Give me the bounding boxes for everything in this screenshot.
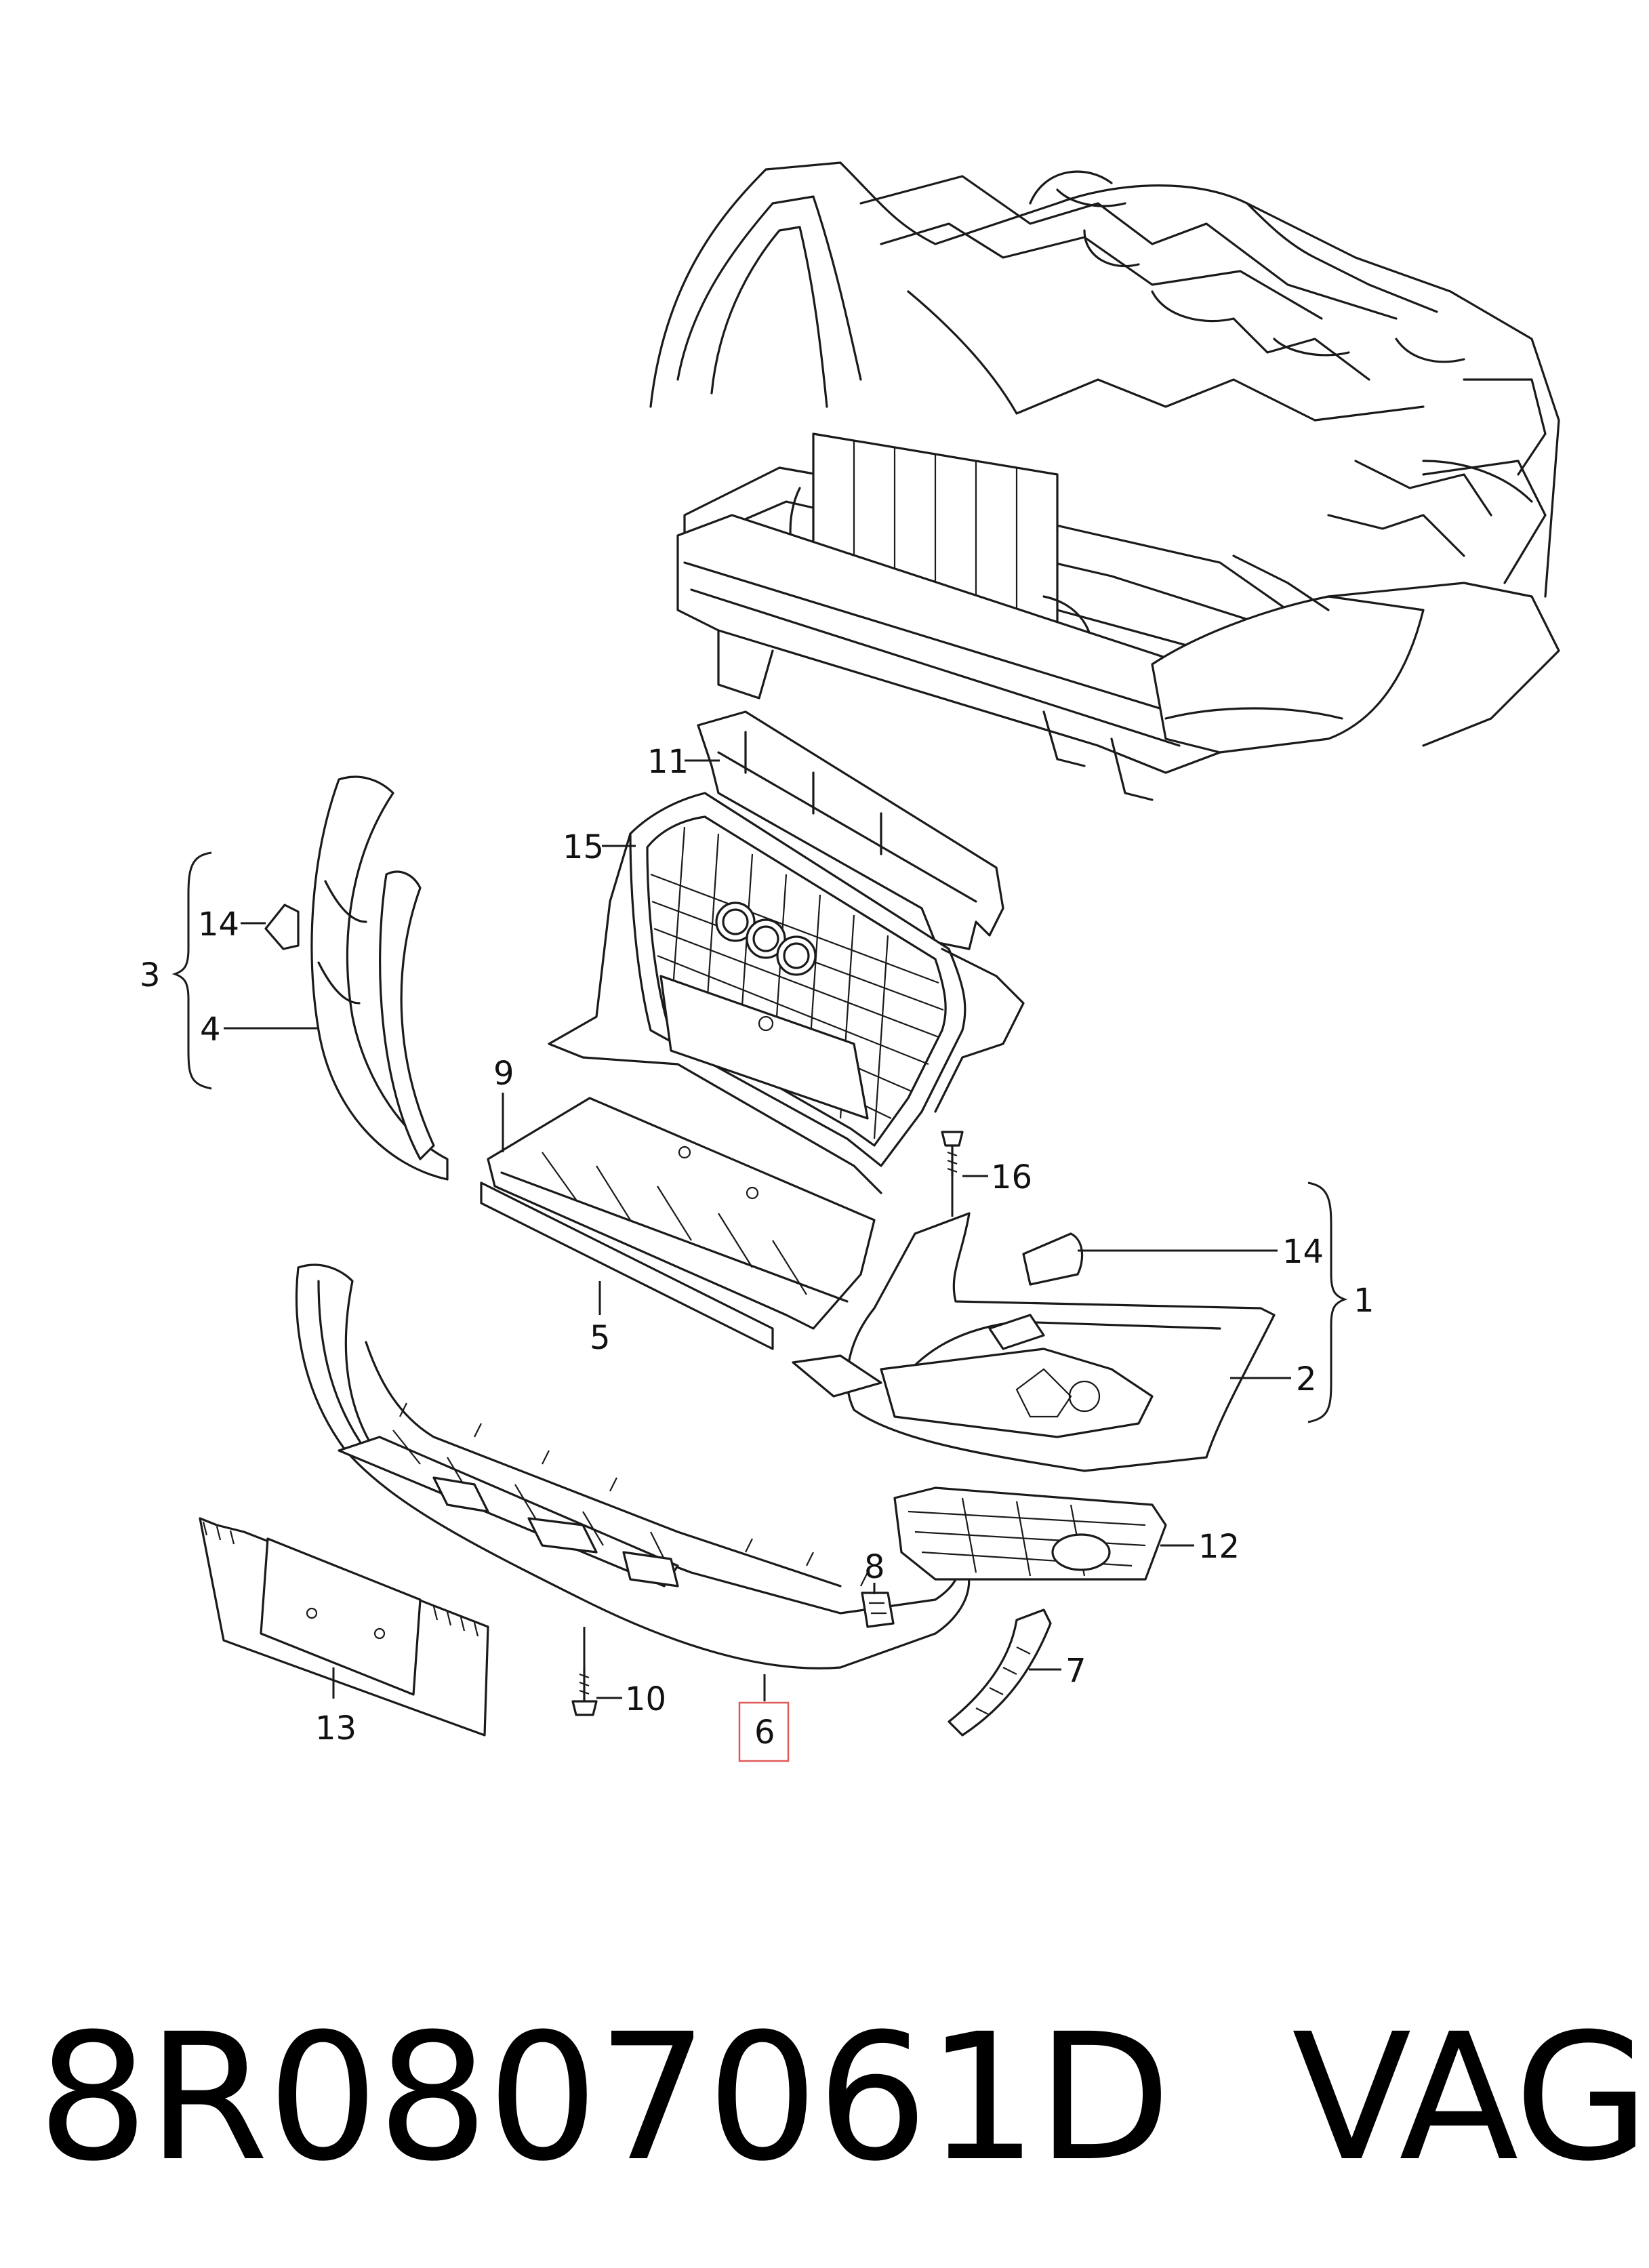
callout-13: 13 xyxy=(315,1709,357,1747)
part-number-caption: 8R0807061D VAG xyxy=(37,1996,1649,2200)
part-14-right-cap xyxy=(1022,1232,1084,1286)
part-6-bumper-cover xyxy=(295,1263,971,1669)
callout-6: 6 xyxy=(754,1714,775,1751)
callout-3: 3 xyxy=(140,956,161,994)
part-15-radiator-grille xyxy=(548,792,1025,1194)
part-16-screw xyxy=(941,1131,964,1177)
callout-11: 11 xyxy=(647,743,689,781)
callout-7: 7 xyxy=(1065,1652,1086,1690)
callout-labels: 11 15 14 3 4 9 16 14 1 5 2 8 12 7 10 6 1… xyxy=(140,743,1375,1751)
callout-5: 5 xyxy=(590,1319,611,1357)
callout-1: 1 xyxy=(1353,1282,1375,1320)
part-12-fog-grille xyxy=(893,1486,1167,1581)
part-13-plate-carrier xyxy=(199,1517,489,1737)
vendor-name: VAG xyxy=(1292,1996,1649,2200)
part-4-left-trim xyxy=(310,775,449,1181)
callout-8: 8 xyxy=(864,1548,885,1586)
part-8-clip xyxy=(861,1592,895,1628)
callout-14-left: 14 xyxy=(198,906,239,944)
part-14-left-cap xyxy=(264,904,300,950)
part-10-screw xyxy=(571,1666,598,1716)
callout-15: 15 xyxy=(563,828,604,866)
callout-2: 2 xyxy=(1296,1360,1317,1398)
part-7-bracket xyxy=(948,1608,1052,1737)
highlight-box-6 xyxy=(738,1701,790,1762)
callout-4: 4 xyxy=(200,1011,221,1049)
callout-12: 12 xyxy=(1198,1528,1240,1566)
part-11-air-guide xyxy=(697,710,1004,950)
exploded-parts-diagram: 11 15 14 3 4 9 16 14 1 5 2 8 12 7 10 6 1… xyxy=(140,161,1560,1762)
vehicle-front-structure xyxy=(649,161,1560,801)
part-2-right-cover xyxy=(792,1212,1276,1472)
callout-14-right: 14 xyxy=(1282,1233,1324,1271)
part-9-5-bumper-support xyxy=(480,1097,876,1350)
part-number: 8R0807061D xyxy=(37,1996,1171,2200)
callout-10: 10 xyxy=(625,1680,666,1718)
callout-16: 16 xyxy=(991,1158,1032,1196)
leader-lines xyxy=(171,759,1348,1701)
callout-9: 9 xyxy=(493,1055,514,1093)
